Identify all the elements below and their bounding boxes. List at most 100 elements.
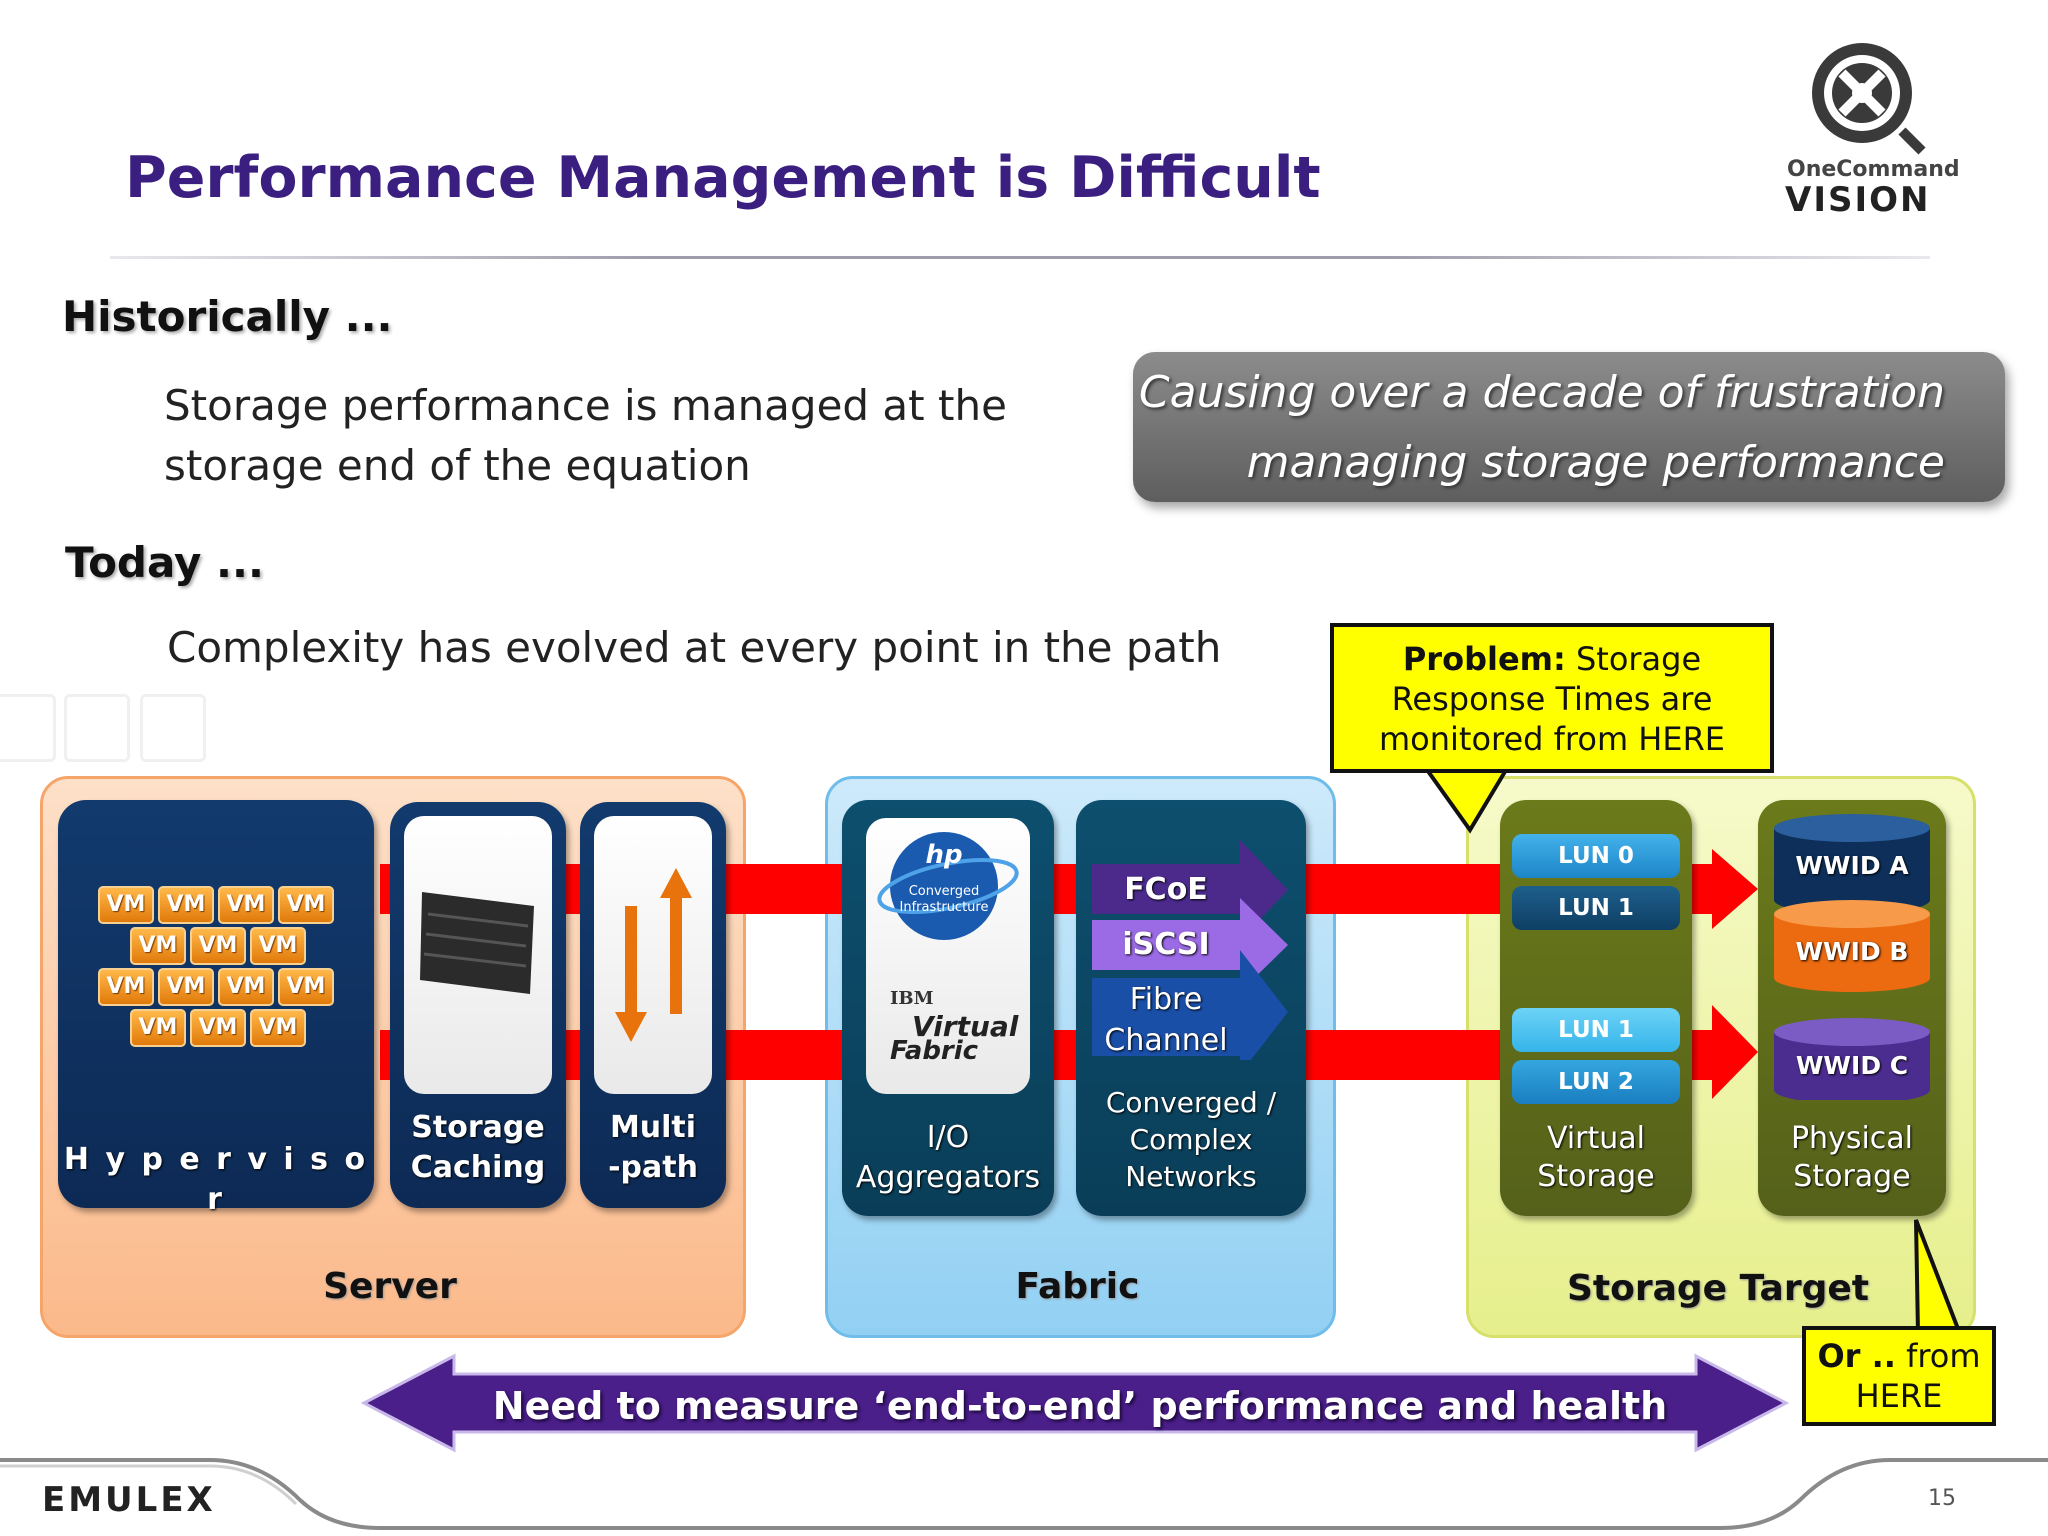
fcoe-arrow [1092, 840, 1288, 940]
or-text-1: from [1895, 1337, 1981, 1375]
end-to-end-banner-text: Need to measure ‘end-to-end’ performance… [492, 1384, 1668, 1428]
virtual-storage-label: Virtual Storage [1500, 1120, 1692, 1196]
caching-line-1: Storage [411, 1110, 545, 1145]
vm-tile: VM [278, 886, 334, 924]
vision-eye-icon [1812, 43, 1926, 155]
lower-flow-arrowhead [1712, 1005, 1758, 1099]
server-label: Server [323, 1266, 457, 1307]
frustration-callout: Causing over a decade of frustration man… [1133, 352, 2005, 502]
vm-tile: VM [218, 886, 274, 924]
wwid-b-label: WWID B [1795, 937, 1909, 966]
historically-line-2: storage end of the equation [164, 441, 751, 490]
aggregators-line-1: I/O [926, 1120, 970, 1155]
wwid-a-label: WWID A [1795, 851, 1909, 880]
multipath-card [594, 816, 712, 1094]
ssd-drive-icon [420, 892, 534, 994]
protocol-arrows [1092, 840, 1288, 1060]
hp-mark: hp [925, 840, 963, 870]
frustration-line-2: managing storage performance [1246, 437, 1945, 488]
physical-storage-box: WWID A WWID B WWID C Physical Storage [1758, 800, 1946, 1216]
virtual-storage-box: LUN 0 LUN 1 LUN 1 LUN 2 Virtual Storage [1500, 800, 1692, 1216]
today-text: Complexity has evolved at every point in… [167, 623, 1222, 672]
disk-cylinders [1774, 814, 1930, 1100]
or-callout-pointer [1914, 1219, 1963, 1336]
frustration-line-1: Causing over a decade of frustration [1138, 367, 1945, 418]
wwid-a-cylinder [1774, 828, 1930, 914]
physical-line-2: Storage [1793, 1159, 1911, 1194]
lun-1-top: LUN 1 [1512, 886, 1680, 930]
iscsi-arrow [1092, 898, 1288, 992]
caching-line-2: Caching [410, 1150, 546, 1185]
protocol-channel: Channel [1104, 1023, 1228, 1058]
networks-line-2: Complex [1129, 1123, 1253, 1156]
physical-storage-label: Physical Storage [1758, 1120, 1946, 1196]
virtual-line-1: Virtual [1546, 1121, 1646, 1156]
today-heading: Today ... [65, 538, 264, 587]
lun-0: LUN 0 [1512, 834, 1680, 878]
logo-bottom-text: VISION [1785, 180, 1931, 220]
upper-flow-arrowhead [1712, 849, 1758, 929]
historically-text: Storage performance is managed at the st… [164, 376, 1064, 496]
vm-tile: VM [250, 927, 306, 965]
vm-tile: VM [218, 968, 274, 1006]
or-callout: Or .. from HERE [1802, 1326, 1996, 1426]
historically-heading: Historically ... [62, 292, 393, 341]
multipath-box: Multi -path [580, 802, 726, 1208]
title-divider [110, 256, 1930, 259]
aggregators-line-2: Aggregators [855, 1160, 1041, 1195]
vm-grid: VM VM VM VM VM VM VM VM VM VM VM VM VM V… [58, 800, 374, 1060]
wwid-c-label: WWID C [1795, 1051, 1909, 1080]
problem-bold: Problem: [1402, 640, 1566, 678]
fibre-channel-arrow [1092, 950, 1288, 1060]
networks-label: Converged / Complex Networks [1076, 1084, 1306, 1195]
onecommand-vision-logo: OneCommand VISION [1780, 35, 1970, 225]
ibm-line-1: Virtual [912, 1010, 1019, 1043]
end-to-end-arrow [360, 1353, 1790, 1453]
hypervisor-box: VM VM VM VM VM VM VM VM VM VM VM VM VM V… [58, 800, 374, 1217]
decorative-squares [0, 694, 210, 762]
problem-callout: Problem: Storage Response Times are moni… [1330, 623, 1774, 773]
or-bold: Or .. [1817, 1337, 1896, 1375]
problem-callout-pointer [1417, 760, 1515, 834]
problem-line-2: Response Times are [1391, 680, 1713, 718]
wwid-b-cylinder [1774, 914, 1930, 992]
vm-tile: VM [130, 1009, 186, 1047]
protocol-fibre: Fibre [1129, 982, 1203, 1017]
problem-text-1: Storage [1565, 640, 1702, 678]
vm-tile: VM [190, 927, 246, 965]
vm-tile: VM [250, 1009, 306, 1047]
storage-target-label: Storage Target [1567, 1268, 1869, 1309]
vm-tile: VM [278, 968, 334, 1006]
networks-line-3: Networks [1125, 1160, 1257, 1193]
or-line-2: HERE [1855, 1377, 1943, 1415]
io-aggregators-box: hp Converged Infrastructure IBM Virtual … [842, 800, 1054, 1216]
slide-title: Performance Management is Difficult [125, 145, 1321, 211]
problem-line-1: Problem: Storage [1334, 627, 1770, 679]
ibm-vendor: IBM [890, 988, 934, 1009]
lun-2: LUN 2 [1512, 1060, 1680, 1104]
up-down-arrows-icon [615, 868, 692, 1042]
vm-tile: VM [158, 886, 214, 924]
physical-line-1: Physical [1790, 1121, 1914, 1156]
aggregators-card: hp Converged Infrastructure IBM Virtual … [866, 818, 1030, 1094]
multipath-line-1: Multi [609, 1110, 697, 1145]
vm-tile: VM [158, 968, 214, 1006]
page-number: 15 [1928, 1486, 1956, 1511]
fabric-label: Fabric [1015, 1266, 1140, 1307]
virtual-line-2: Storage [1537, 1159, 1655, 1194]
logo-top-text: OneCommand [1787, 157, 1960, 182]
caching-card [404, 816, 552, 1094]
protocol-fcoe: FCoE [1124, 872, 1208, 907]
hp-line-2: Infrastructure [899, 900, 989, 915]
caching-label: Storage Caching [390, 1108, 566, 1188]
lun-1-bottom: LUN 1 [1512, 1008, 1680, 1052]
hp-line-1: Converged [908, 884, 980, 899]
footer-swoosh [0, 1458, 2048, 1530]
emulex-logo: EMULEX [42, 1480, 216, 1520]
ibm-line-2: Fabric [890, 1036, 979, 1066]
vm-tile: VM [98, 886, 154, 924]
multipath-line-2: -path [608, 1150, 698, 1185]
protocol-iscsi: iSCSI [1122, 927, 1210, 962]
hp-converged-logo [877, 832, 1019, 940]
wwid-c-cylinder [1774, 1032, 1930, 1100]
